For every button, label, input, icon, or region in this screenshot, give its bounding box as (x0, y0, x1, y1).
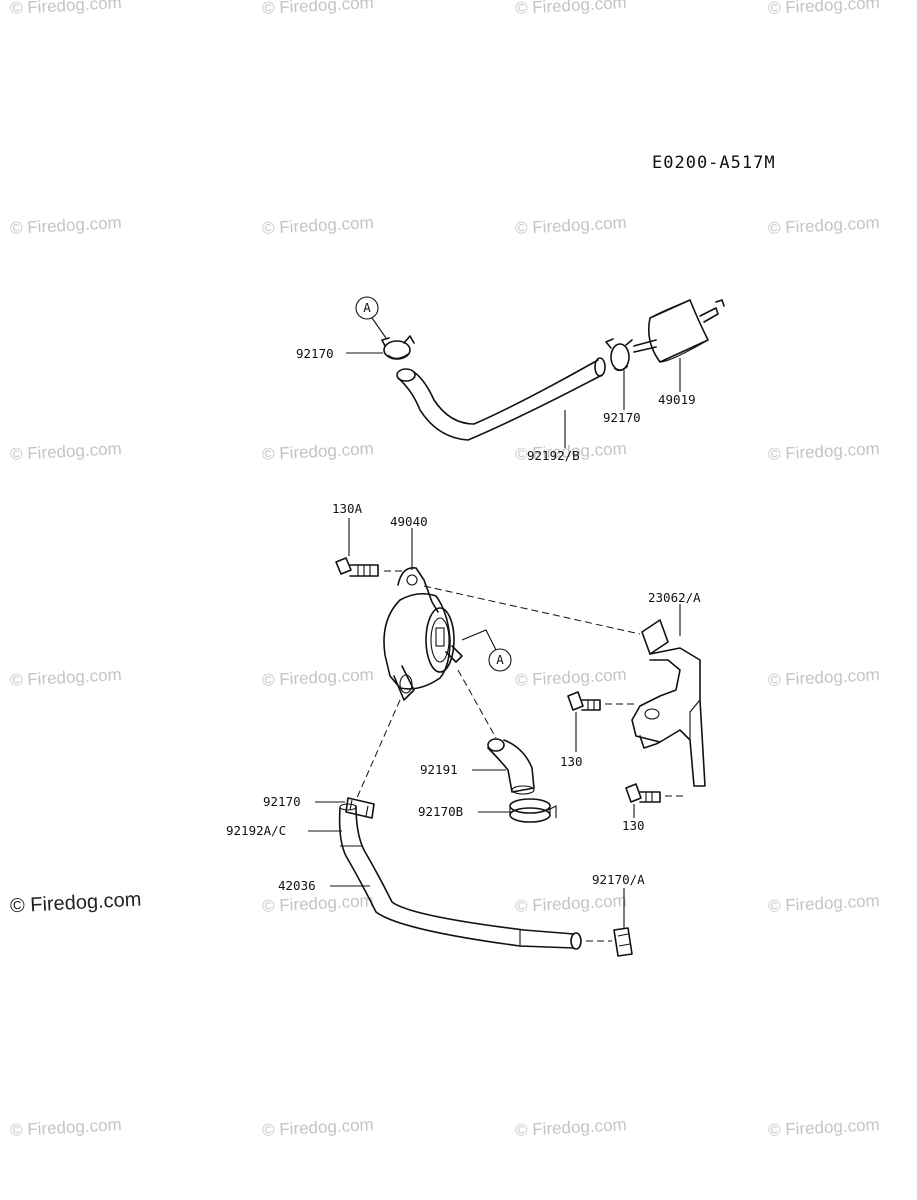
bolt-130-lower (625, 783, 661, 803)
bolt-130-upper (567, 691, 601, 711)
elbow-hose (487, 738, 535, 795)
part-label-92192ac: 92192A/C (226, 823, 286, 838)
part-label-130-upper: 130 (560, 754, 583, 769)
part-label-49019: 49019 (658, 392, 696, 407)
bolt-130a (335, 557, 379, 577)
hose-clip-lower (345, 797, 375, 819)
part-label-130-lower: 130 (622, 818, 645, 833)
fuel-hose-lower (338, 803, 582, 950)
part-label-49040: 49040 (390, 514, 428, 529)
hose-clip-left (381, 335, 415, 360)
part-label-92170-lower: 92170 (263, 794, 301, 809)
ref-marker-label: A (363, 300, 371, 315)
fuel-pump (383, 567, 463, 701)
part-label-92192b: 92192/B (527, 448, 580, 463)
ref-marker-a-top: A (355, 296, 387, 339)
part-label-92191: 92191 (420, 762, 458, 777)
hose-clip-a (613, 927, 633, 957)
ref-marker-a-mid: A (461, 629, 512, 672)
mounting-bracket (631, 619, 706, 787)
part-label-23062a: 23062/A (648, 590, 701, 605)
ref-marker-label: A (496, 652, 504, 667)
fuel-hose-upper (396, 357, 606, 441)
part-label-92170a: 92170/A (592, 872, 645, 887)
part-label-42036: 42036 (278, 878, 316, 893)
hose-clip-right (605, 338, 633, 372)
fuel-filter (633, 299, 725, 363)
part-label-92170b: 92170B (418, 804, 463, 819)
part-label-92170: 92170 (296, 346, 334, 361)
hose-clamp-b (509, 798, 557, 823)
diagram-code: E0200-A517M (652, 153, 776, 173)
part-label-92170-right: 92170 (603, 410, 641, 425)
part-label-130a: 130A (332, 501, 363, 516)
